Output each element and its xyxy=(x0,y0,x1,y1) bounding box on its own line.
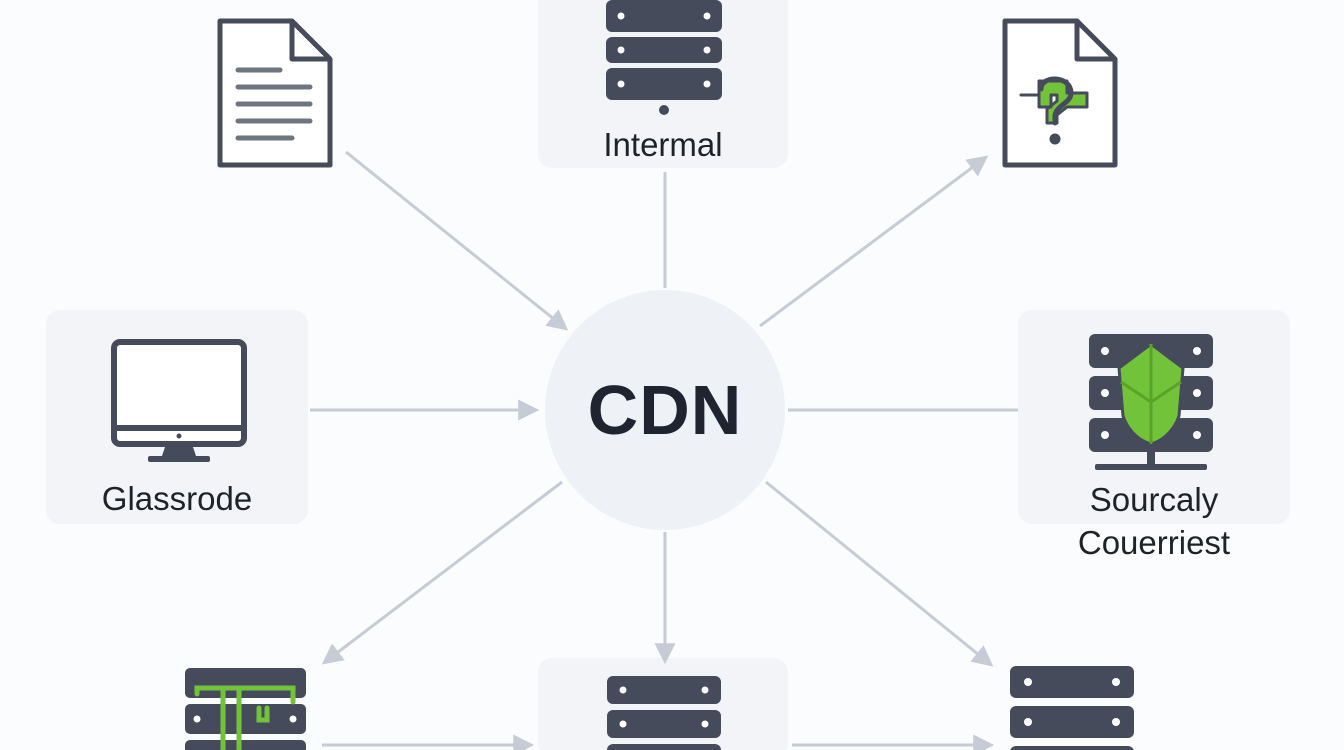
cdn-hub xyxy=(545,290,785,530)
arrow-document-to-cdn xyxy=(345,150,569,331)
question-file-icon xyxy=(1002,18,1118,168)
internal-label: Intermal xyxy=(603,126,723,163)
server-rack-icon xyxy=(607,676,721,750)
source-label-line1: Sourcaly xyxy=(1089,481,1219,518)
document-icon xyxy=(217,18,333,168)
server-rack-icon xyxy=(606,0,722,115)
glassrode-label: Glassrode xyxy=(101,480,253,517)
arrow-cdn-to-file xyxy=(759,155,989,328)
source-label-line2: Couerriest xyxy=(1077,524,1231,561)
server-rack-icon xyxy=(1010,666,1134,750)
shield-server-icon xyxy=(1089,334,1213,470)
arrow-cdn-to-bottom-right xyxy=(765,480,994,667)
monitor-icon xyxy=(111,339,247,462)
cdn-hub-label: CDN xyxy=(587,371,743,449)
arrow-cdn-to-bottom-left xyxy=(321,480,563,665)
cable-server-icon xyxy=(185,668,306,750)
